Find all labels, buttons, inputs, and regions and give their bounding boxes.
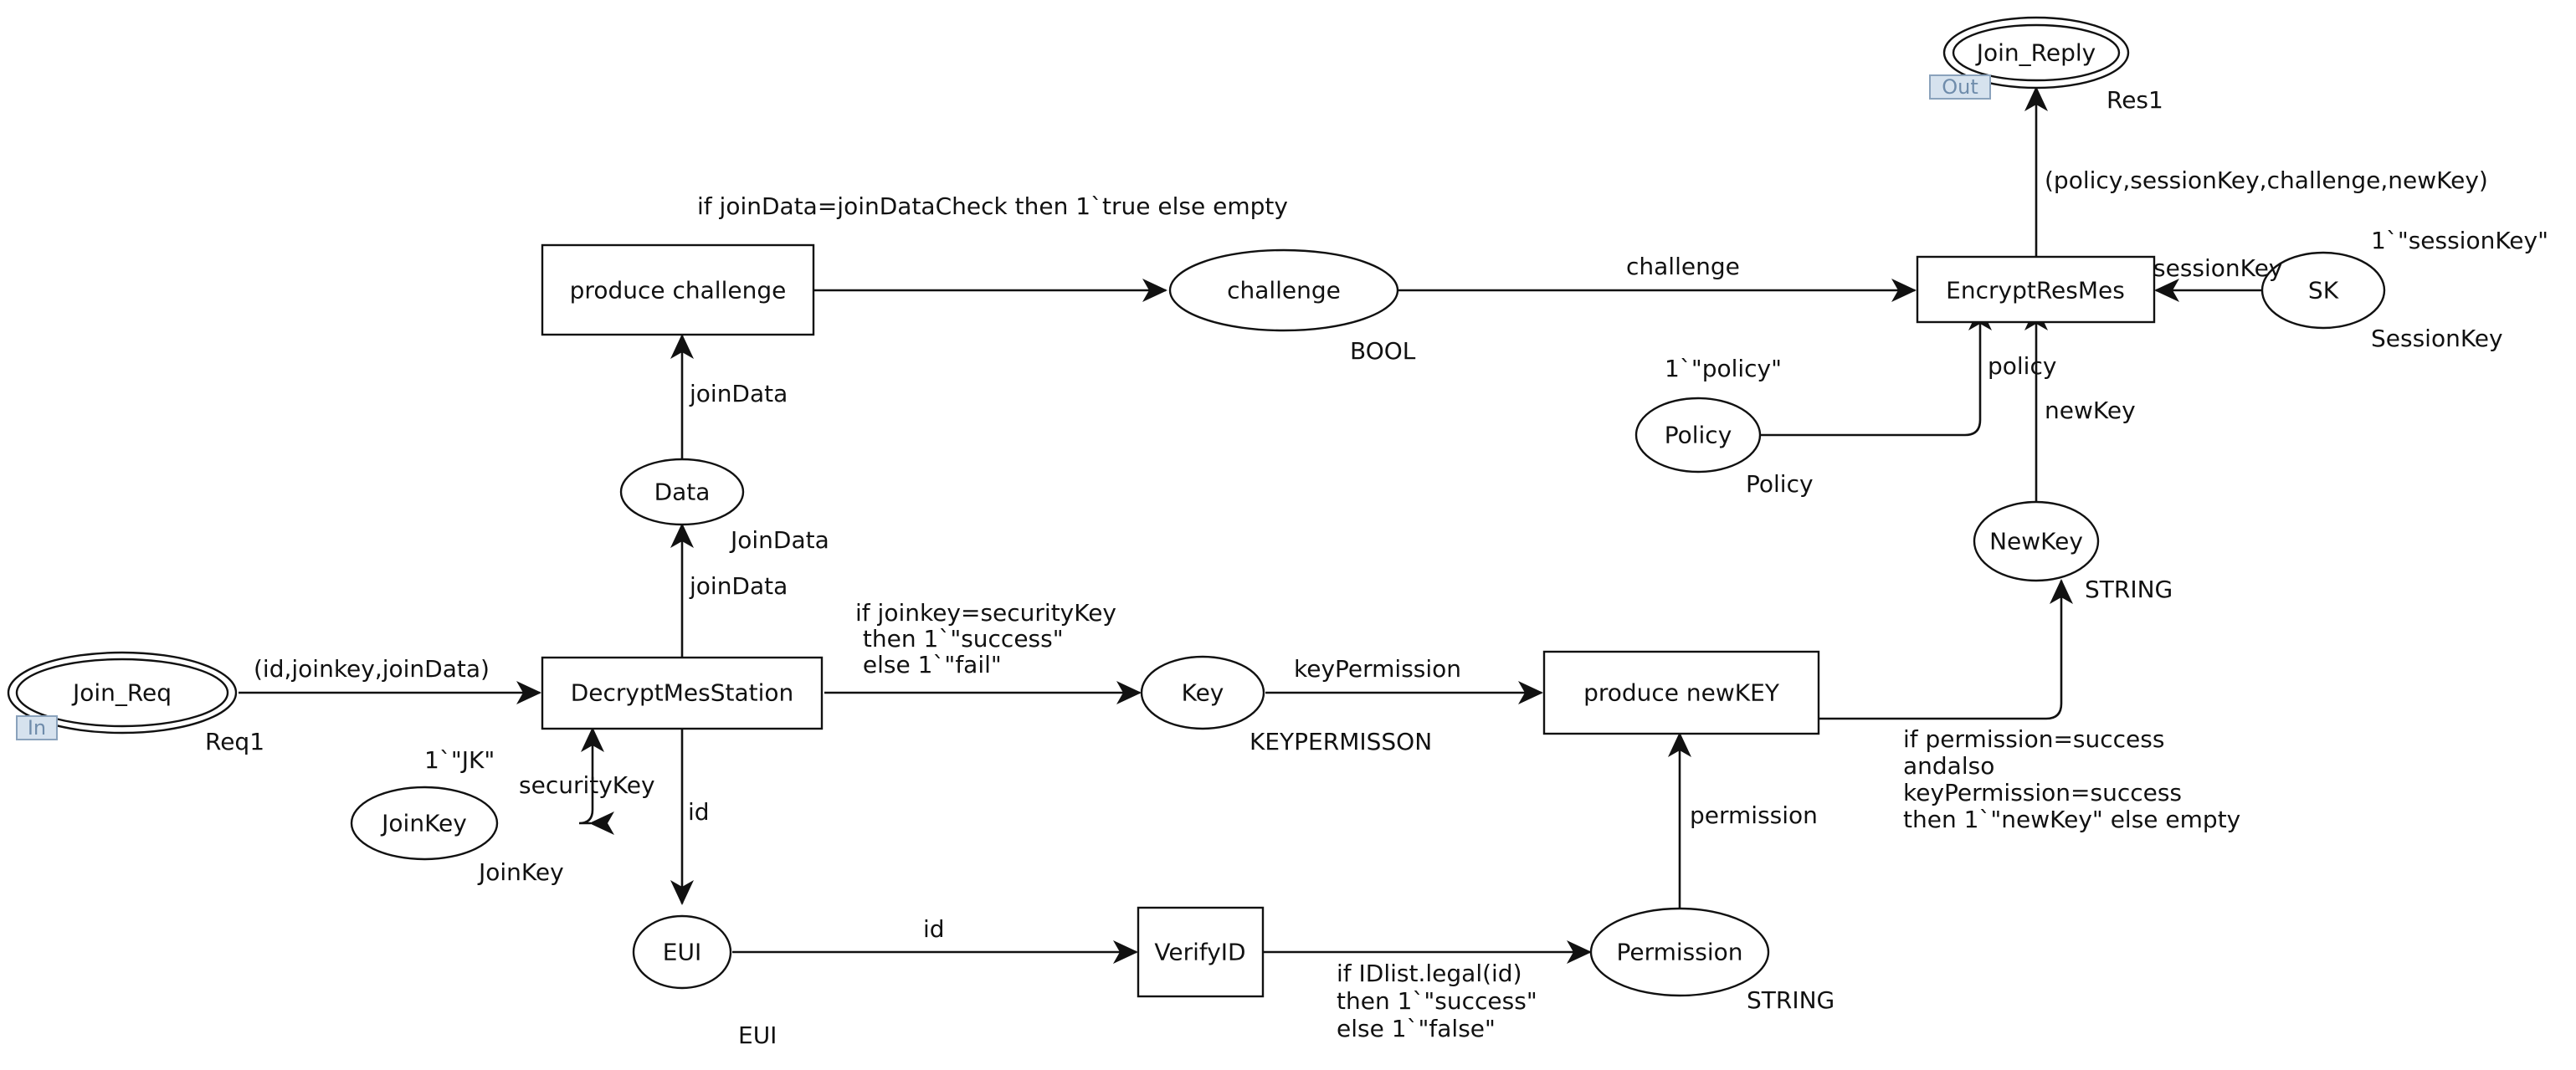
transition-decrypt-mes-station: DecryptMesStation: [541, 656, 824, 730]
marking-label: 1`"policy": [1665, 355, 1782, 382]
marking-label: 1`"sessionKey": [2371, 227, 2548, 254]
place-label: challenge: [1227, 277, 1341, 305]
place-label: EUI: [663, 939, 701, 966]
marking-label: 1`"JK": [424, 746, 495, 774]
arc-inscription: joinData: [689, 572, 788, 600]
arc-inscription: sessionKey: [2153, 254, 2282, 282]
arc-inscription: joinData: [689, 380, 788, 407]
place-key: Key: [1140, 655, 1265, 730]
arc-inscription: (id,joinkey,joinData): [254, 655, 490, 683]
arc-inscription: if IDlist.legal(id): [1337, 960, 1522, 987]
transition-encrypt-res-mes: EncryptResMes: [1916, 255, 2156, 324]
colset-label: Res1: [2106, 86, 2163, 114]
arc-inscription: then 1`"success": [1337, 987, 1537, 1015]
colset-label: JoinData: [729, 526, 829, 554]
arc-inscription: policy: [1988, 352, 2056, 380]
place-joinkey: JoinKey: [350, 786, 499, 861]
colset-label: Policy: [1746, 470, 1814, 498]
place-label: JoinKey: [380, 810, 467, 837]
arc-inscription: securityKey: [519, 771, 655, 799]
arc-inscription: permission: [1690, 801, 1818, 829]
arc-inscription: challenge: [1626, 253, 1740, 280]
colset-label: EUI: [738, 1021, 777, 1049]
arc-inscription: id: [923, 915, 945, 943]
place-join-req: Join_Req: [7, 651, 238, 735]
arc-inscription: if permission=success: [1903, 725, 2164, 753]
arc-inscription: then 1`"success": [855, 625, 1064, 653]
transition-label: produce challenge: [570, 277, 787, 305]
colset-label: BOOL: [1350, 337, 1416, 365]
arc-policy-to-encrypt: [1760, 305, 1992, 437]
transition-label: EncryptResMes: [1946, 277, 2125, 305]
arc-inscription: keyPermission=success: [1903, 779, 2182, 806]
colset-label: JoinKey: [477, 858, 564, 886]
transition-produce-challenge: produce challenge: [541, 243, 815, 336]
place-eui: EUI: [632, 914, 732, 990]
arc-inscription: keyPermission: [1294, 655, 1461, 683]
transition-label: VerifyID: [1154, 939, 1245, 966]
place-label: SK: [2308, 277, 2339, 305]
colset-label: Req1: [205, 728, 264, 755]
arc-inscription: (policy,sessionKey,challenge,newKey): [2045, 166, 2488, 194]
place-newkey: NewKey: [1973, 500, 2100, 582]
place-sk: SK: [2260, 251, 2386, 330]
transition-verify-id: VerifyID: [1137, 906, 1265, 998]
place-label: Policy: [1665, 422, 1732, 449]
arc-inscription: if joinData=joinDataCheck then 1`true el…: [697, 192, 1288, 220]
arc-inscription: andalso: [1903, 752, 1994, 780]
place-data: Data: [619, 458, 745, 526]
arc-inscription: id: [688, 798, 710, 826]
colset-label: STRING: [2085, 576, 2173, 603]
transition-label: produce newKEY: [1583, 679, 1780, 707]
arc-inscription: if joinkey=securityKey: [855, 599, 1116, 627]
place-join-reply: Join_Reply: [1942, 16, 2130, 90]
port-in-tag: In: [16, 715, 58, 740]
transition-produce-newkey: produce newKEY: [1542, 650, 1820, 735]
place-label: Key: [1182, 679, 1224, 707]
place-label: NewKey: [1989, 528, 2083, 555]
svg-text:Out: Out: [1942, 75, 1978, 99]
colset-label: SessionKey: [2371, 325, 2503, 352]
place-label: Join_Reply: [1975, 39, 2096, 67]
place-label: Join_Req: [71, 679, 172, 707]
place-policy: Policy: [1634, 397, 1762, 474]
transition-label: DecryptMesStation: [571, 679, 794, 707]
arc-joinkey-security: [578, 727, 614, 835]
colset-label: KEYPERMISSON: [1250, 728, 1432, 755]
arc-newkey-out: [1819, 579, 2073, 720]
place-label: Data: [654, 479, 711, 506]
colset-label: STRING: [1747, 986, 1835, 1014]
arc-inscription: else 1`"false": [1337, 1015, 1496, 1042]
arc-inscription: newKey: [2045, 397, 2136, 424]
place-label: Permission: [1616, 939, 1742, 966]
arc-inscription: then 1`"newKey" else empty: [1903, 806, 2240, 833]
place-challenge: challenge: [1168, 248, 1399, 332]
arc-inscription: else 1`"fail": [855, 651, 1002, 678]
svg-text:In: In: [28, 716, 46, 740]
port-out-tag: Out: [1929, 74, 1991, 100]
place-permission: Permission: [1589, 907, 1770, 997]
